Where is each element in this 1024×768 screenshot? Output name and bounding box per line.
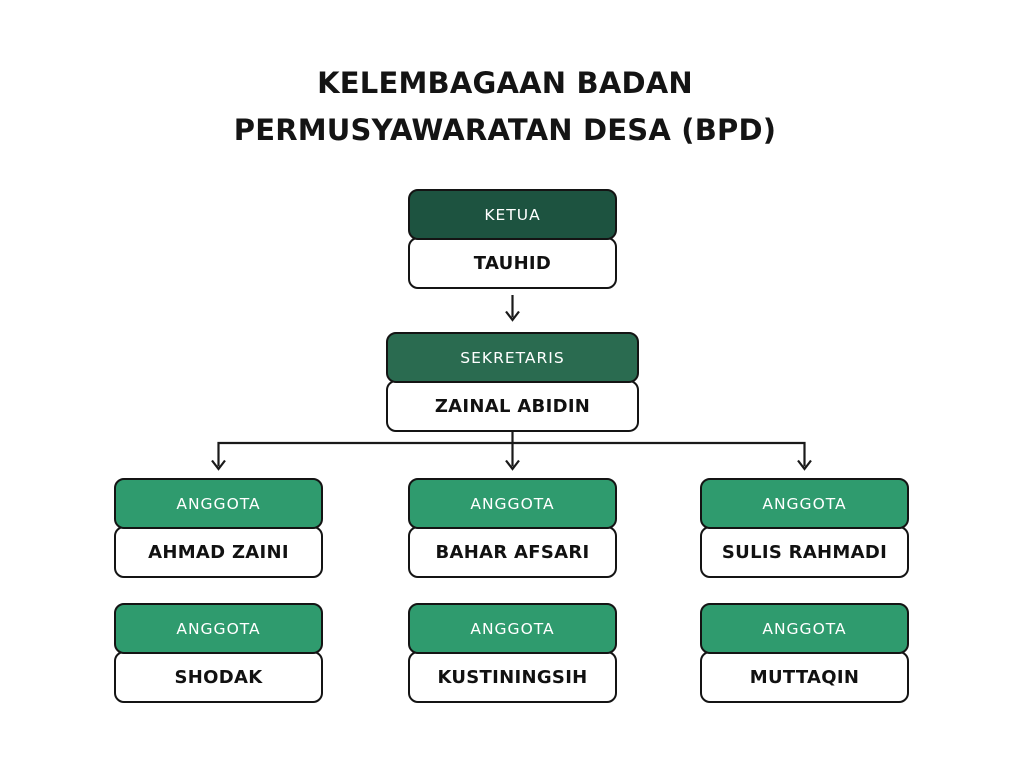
role-badge-sekretaris: SEKRETARIS <box>386 332 639 383</box>
org-node-anggota-3: ANGGOTA SULIS RAHMADI <box>700 478 909 578</box>
page-title: KELEMBAGAAN BADAN PERMUSYAWARATAN DESA (… <box>0 60 1010 154</box>
page-title-line1: KELEMBAGAAN BADAN <box>317 66 693 100</box>
org-node-anggota-1: ANGGOTA AHMAD ZAINI <box>114 478 323 578</box>
member-name-anggota-3: SULIS RAHMADI <box>700 526 909 578</box>
role-badge-ketua: KETUA <box>408 189 617 240</box>
member-name-anggota-1: AHMAD ZAINI <box>114 526 323 578</box>
member-name-anggota-2: BAHAR AFSARI <box>408 526 617 578</box>
role-badge-anggota-2: ANGGOTA <box>408 478 617 529</box>
org-node-sekretaris: SEKRETARIS ZAINAL ABIDIN <box>386 332 639 432</box>
role-badge-anggota-6: ANGGOTA <box>700 603 909 654</box>
member-name-ketua: TAUHID <box>408 237 617 289</box>
member-name-anggota-6: MUTTAQIN <box>700 651 909 703</box>
page-title-line2: PERMUSYAWARATAN DESA (BPD) <box>233 113 777 147</box>
member-name-anggota-5: KUSTININGSIH <box>408 651 617 703</box>
org-node-anggota-6: ANGGOTA MUTTAQIN <box>700 603 909 703</box>
member-name-sekretaris: ZAINAL ABIDIN <box>386 380 639 432</box>
role-badge-anggota-3: ANGGOTA <box>700 478 909 529</box>
org-node-anggota-2: ANGGOTA BAHAR AFSARI <box>408 478 617 578</box>
role-badge-anggota-1: ANGGOTA <box>114 478 323 529</box>
member-name-anggota-4: SHODAK <box>114 651 323 703</box>
role-badge-anggota-5: ANGGOTA <box>408 603 617 654</box>
org-node-ketua: KETUA TAUHID <box>408 189 617 289</box>
role-badge-anggota-4: ANGGOTA <box>114 603 323 654</box>
org-node-anggota-5: ANGGOTA KUSTININGSIH <box>408 603 617 703</box>
org-node-anggota-4: ANGGOTA SHODAK <box>114 603 323 703</box>
